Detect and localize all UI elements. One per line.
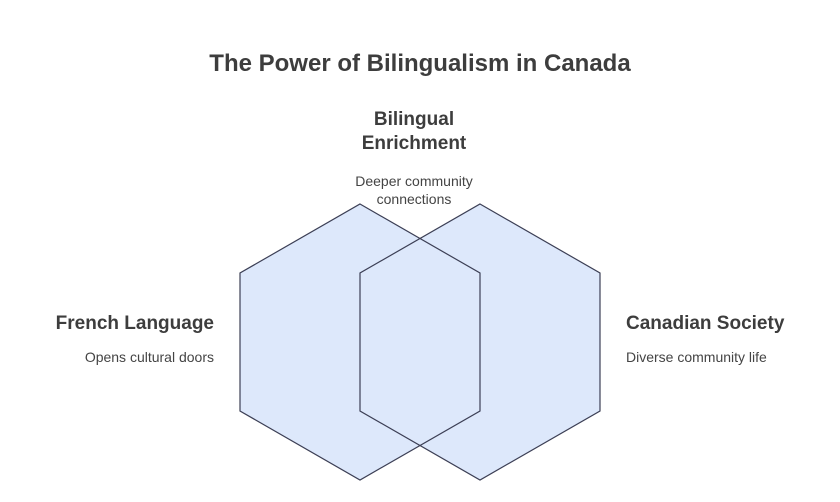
left-hexagon-outline [239,203,481,481]
right-set-title: Canadian Society [626,313,785,334]
intersection-label: Bilingual Enrichment Deeper community co… [312,108,516,208]
intersection-title: Bilingual Enrichment [361,109,467,154]
right-set-description: Diverse community life [626,349,767,365]
diagram-title: The Power of Bilingualism in Canada [209,50,631,77]
left-set-label: French Language Opens cultural doors [0,312,214,366]
right-set-label: Canadian Society Diverse community life [626,312,836,366]
left-set-title: French Language [55,313,214,334]
intersection-description: Deeper community connections [355,173,473,207]
right-hexagon-outline [359,203,601,481]
left-set-description: Opens cultural doors [84,349,214,365]
